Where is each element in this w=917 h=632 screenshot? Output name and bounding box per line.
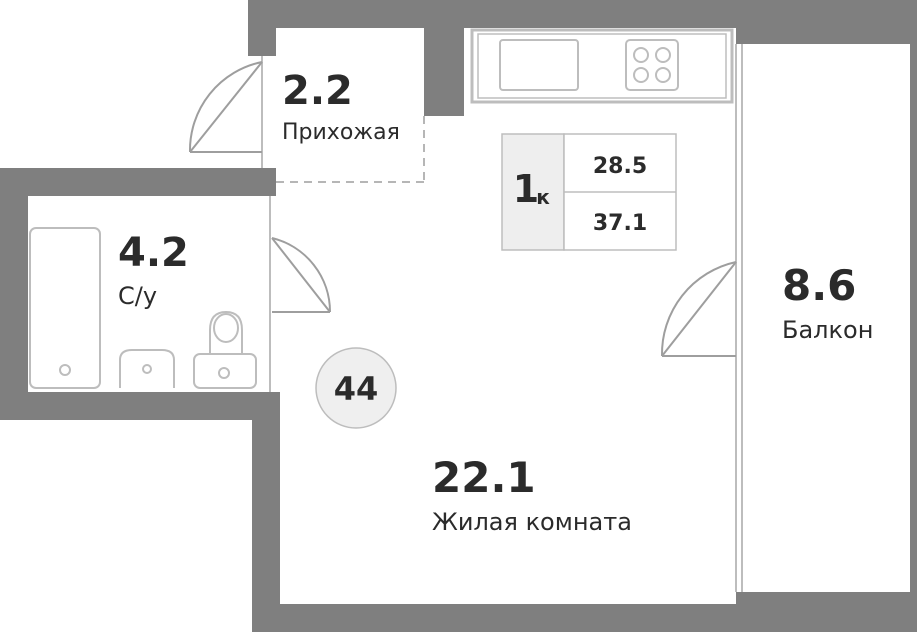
toilet-icon bbox=[193, 310, 257, 389]
wall-hall-kitchen-block bbox=[424, 28, 464, 116]
room-name: Прихожая bbox=[282, 120, 400, 145]
room-area: 22.1 bbox=[432, 453, 536, 502]
door-entrance bbox=[188, 61, 263, 153]
washbasin-icon bbox=[119, 349, 175, 388]
wall-bath-bottom bbox=[0, 392, 280, 420]
wall-bath-left bbox=[0, 168, 28, 420]
unit-number-badge: 44 bbox=[315, 347, 397, 429]
rooms-count: 1 bbox=[513, 167, 539, 211]
bathtub-icon bbox=[29, 227, 101, 389]
room-bathroom: 4.2 С/у bbox=[118, 230, 189, 310]
unit-number: 44 bbox=[334, 370, 379, 408]
sink-icon bbox=[499, 39, 579, 91]
wall-hall-left bbox=[248, 0, 276, 56]
room-name: С/у bbox=[118, 282, 157, 310]
room-area: 2.2 bbox=[282, 68, 353, 114]
rooms-suffix: к bbox=[536, 185, 550, 209]
stove-icon bbox=[625, 39, 679, 91]
total-area-value: 37.1 bbox=[593, 211, 647, 236]
room-name: Балкон bbox=[782, 316, 873, 344]
room-living: 22.1 Жилая комната bbox=[432, 453, 632, 536]
wall-living-left bbox=[252, 392, 280, 632]
room-name: Жилая комната bbox=[432, 508, 632, 536]
kitchen-counter bbox=[470, 28, 734, 104]
door-balcony bbox=[660, 261, 737, 357]
door-bathroom bbox=[271, 237, 332, 313]
wall-balcony-right bbox=[910, 28, 917, 608]
wall-top-balcony bbox=[736, 28, 917, 44]
wall-bath-top bbox=[0, 168, 276, 196]
room-area: 4.2 bbox=[118, 230, 189, 276]
living-area-value: 28.5 bbox=[593, 154, 647, 179]
room-balcony: 8.6 Балкон bbox=[782, 261, 873, 344]
apartment-info-box: 1 к 28.5 37.1 bbox=[501, 133, 677, 251]
room-hallway: 2.2 Прихожая bbox=[282, 68, 400, 145]
partitions bbox=[261, 44, 743, 592]
room-area: 8.6 bbox=[782, 261, 856, 310]
wall-bottom bbox=[252, 604, 917, 632]
wall-top bbox=[248, 0, 917, 28]
wall-bottom-balcony bbox=[736, 592, 917, 606]
